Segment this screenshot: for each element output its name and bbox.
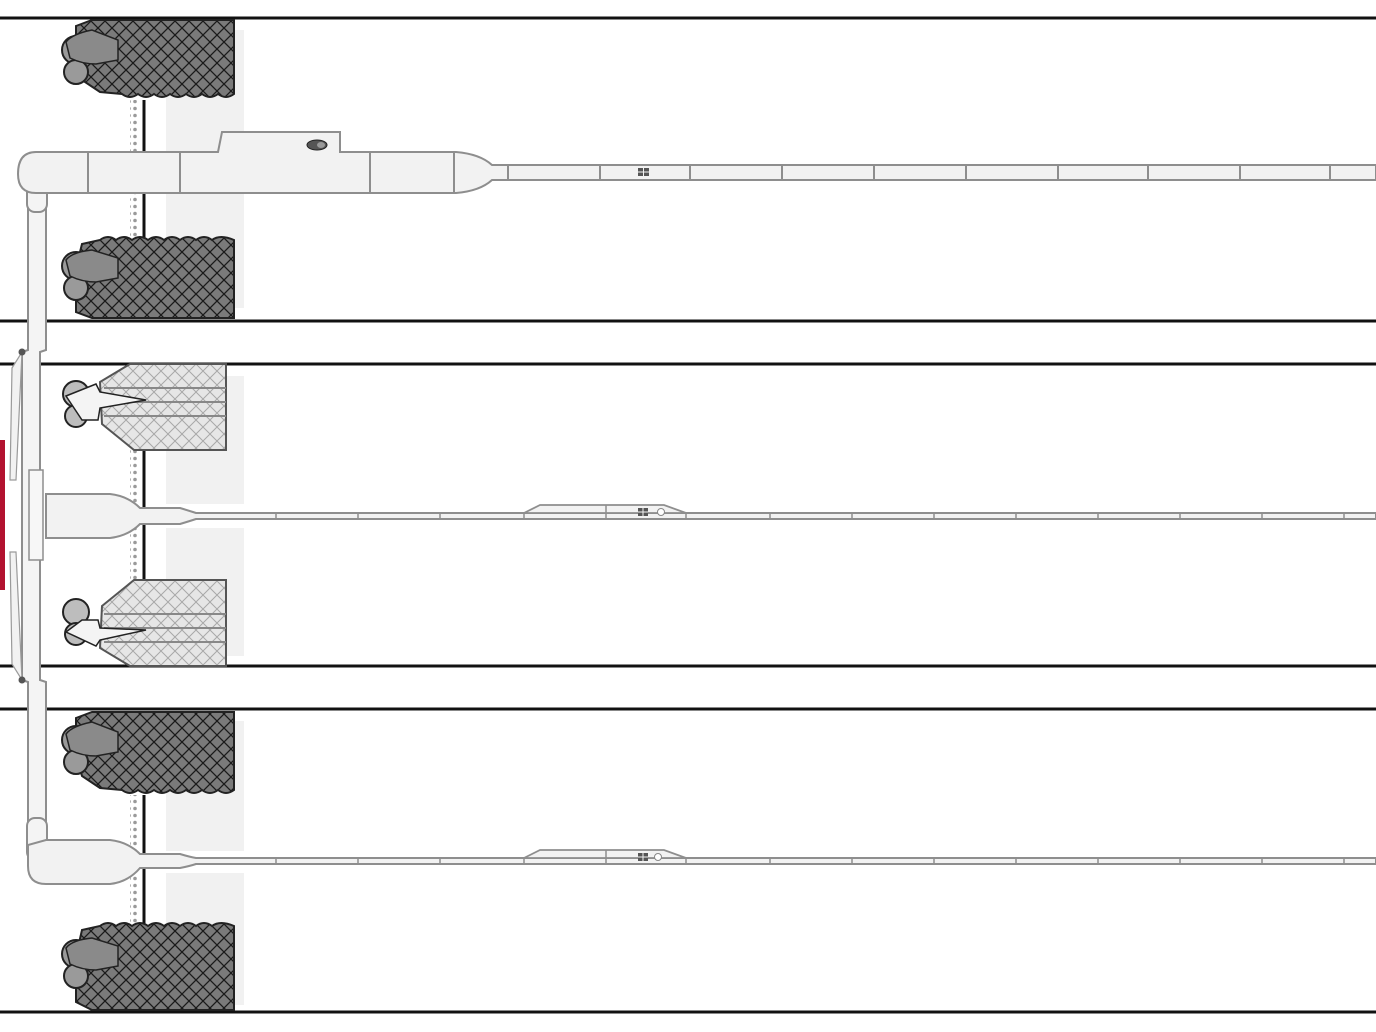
blade-light-middle-upper — [62, 363, 227, 451]
window-icon — [638, 853, 648, 861]
blade-dark-bottom-upper — [61, 711, 235, 794]
connector-rail — [9, 171, 48, 861]
lane-lines — [0, 16, 1376, 1014]
rail-top — [16, 131, 1376, 194]
indicator-light-icon — [654, 853, 662, 861]
accent-bar — [0, 440, 5, 590]
window-icon — [638, 168, 649, 176]
rail-bottom — [27, 839, 1376, 885]
blade-dark-bottom-lower — [61, 922, 235, 1011]
rail-middle — [45, 493, 1376, 539]
indicator-light-icon — [657, 508, 665, 516]
blade-dark-top-lower — [61, 236, 235, 319]
window-icon — [638, 508, 648, 516]
blade-light-middle-lower — [62, 579, 227, 667]
blade-dark-top-upper — [61, 19, 235, 98]
plug-icon — [306, 139, 328, 151]
